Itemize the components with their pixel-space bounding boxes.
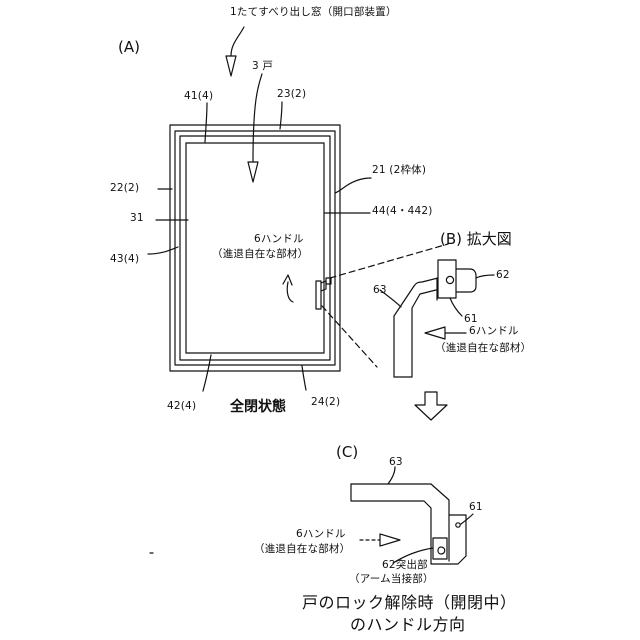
handle-arrow-c-head <box>380 534 400 546</box>
label-63: 63 <box>373 285 387 296</box>
title-label: 1たてすべり出し窓（開口部装置） <box>230 7 397 18</box>
label-door: 3 戸 <box>252 61 273 72</box>
label-62-projection: 62突出部 <box>382 560 428 571</box>
state-label: 全閉状態 <box>230 400 286 414</box>
section-c-label: (C) <box>336 445 358 460</box>
label-31: 31 <box>130 213 144 224</box>
label-62-projection-note: （アーム当接部） <box>349 574 434 585</box>
label-41: 41(4) <box>184 91 213 102</box>
label-22: 22(2) <box>110 183 139 194</box>
label-63-c: 63 <box>389 457 403 468</box>
caption-line-2: のハンドル方向 <box>350 617 466 633</box>
label-handle-c-note: （進退自在な部材） <box>254 544 350 555</box>
handle-arrow-a <box>283 275 293 302</box>
handle-arrow-b <box>425 327 466 339</box>
leaders-a <box>148 102 371 391</box>
transition-arrow <box>415 392 447 420</box>
label-handle-b-note: （進退自在な部材） <box>435 343 531 354</box>
section-a-label: (A) <box>118 40 140 55</box>
title-arrow <box>226 27 244 76</box>
section-b-label: (B) 拡大図 <box>440 232 512 247</box>
label-23: 23(2) <box>277 89 306 100</box>
handle-rotated <box>351 484 466 564</box>
projection-lines <box>322 244 448 367</box>
caption-line-1: 戸のロック解除時（開閉中） <box>302 595 517 611</box>
label-61: 61 <box>464 314 478 325</box>
label-44: 44(4・442) <box>372 206 433 217</box>
label-43: 43(4) <box>110 254 139 265</box>
label-handle-c: 6ハンドル <box>296 529 346 540</box>
label-24: 24(2) <box>311 397 340 408</box>
door-arrow <box>248 74 262 182</box>
label-handle-a-note: （進退自在な部材） <box>212 249 308 260</box>
label-62: 62 <box>496 270 510 281</box>
label-61-c: 61 <box>469 502 483 513</box>
label-42: 42(4) <box>167 401 196 412</box>
label-handle-a: 6ハンドル <box>254 234 304 245</box>
label-21: 21 (2枠体) <box>372 165 426 176</box>
label-handle-b: 6ハンドル <box>469 326 519 337</box>
